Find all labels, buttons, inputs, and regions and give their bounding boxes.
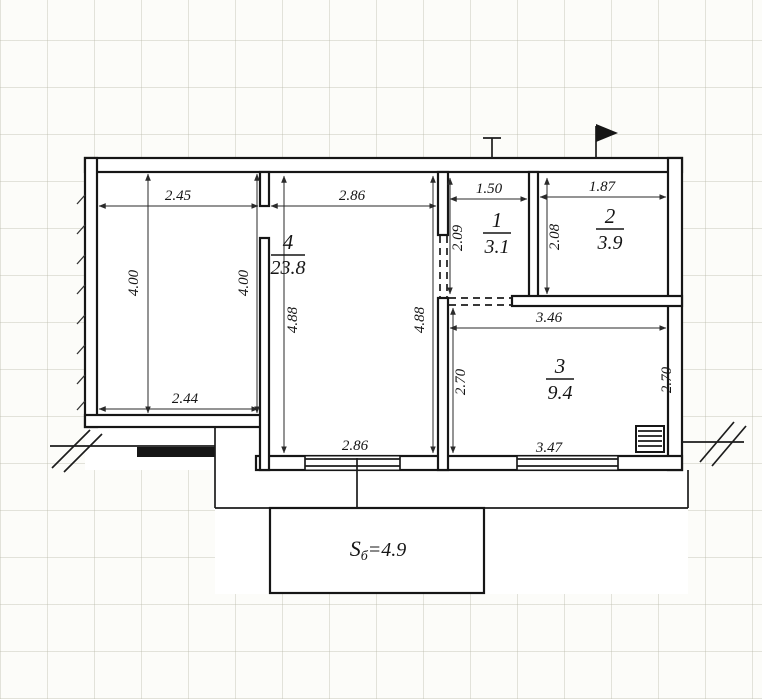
dim-top-room2: 1.87 (589, 179, 617, 195)
balcony-value: =4.9 (368, 539, 407, 561)
break-left-slash2 (63, 433, 103, 473)
dimension-labels: 2.45 2.86 1.50 1.87 3.46 2.44 2.86 3.47 … (126, 179, 675, 456)
pipe-icon (483, 137, 501, 158)
dim-room4-mid: 4.88 (285, 306, 301, 333)
hatch-tick (76, 374, 86, 385)
outer-wall-top (83, 156, 684, 174)
hatch-tick (76, 314, 86, 325)
dim-room4-left: 4.00 (236, 269, 252, 296)
balcony-area-label: Sб=4.9 (350, 536, 407, 564)
hatch-tick (76, 194, 86, 205)
room4-partition-stub (258, 170, 271, 208)
room-1-area: 3.1 (484, 236, 510, 258)
balcony-box (268, 506, 486, 595)
hatch-tick (76, 254, 86, 265)
dim-room3-top: 3.46 (535, 310, 563, 326)
flag-icon (595, 124, 618, 158)
hatch-tick (76, 284, 86, 295)
balcony-symbol: S (350, 536, 361, 561)
vent-box-frame (635, 425, 665, 453)
balcony-parapet-solid (137, 447, 215, 457)
dim-top-left: 2.45 (165, 188, 192, 204)
balcony-subscript: б (361, 549, 369, 564)
break-left-slash1 (51, 429, 91, 469)
room-2-number: 2 (605, 204, 616, 228)
rooms12-bottom-wall (510, 294, 684, 308)
hall-wall-upper (436, 170, 450, 237)
flag-pennant (596, 124, 618, 142)
hatch-tick (76, 224, 86, 235)
room-3-area: 9.4 (548, 382, 573, 404)
door-openings (439, 236, 512, 306)
vent-box-icon (635, 425, 665, 453)
dim-left-outer: 4.00 (126, 269, 142, 296)
dim-bottom-left: 2.44 (172, 391, 199, 407)
dim-room3-left: 2.70 (453, 368, 469, 395)
room1-room2-divider-wall (527, 170, 540, 304)
hatch-tick (76, 344, 86, 355)
dim-room4-right: 4.88 (412, 306, 428, 333)
break-right-slash1 (699, 421, 735, 463)
room-1-number: 1 (492, 208, 503, 232)
hall-wall-lower (436, 296, 450, 472)
dim-room3-right: 2.70 (659, 366, 675, 393)
outer-wall-left (83, 156, 99, 429)
hatch-tick (76, 400, 86, 411)
room-4-number: 4 (283, 230, 294, 254)
outer-wall-right (666, 156, 684, 472)
room-labels: 4 23.8 1 3.1 2 3.9 3 9.4 Sб=4.9 (271, 204, 624, 564)
dim-bottom-room3: 3.47 (535, 440, 564, 456)
break-symbol-left-icon (51, 429, 103, 473)
windows (304, 456, 619, 470)
dimension-lines (98, 173, 667, 454)
room-2-area: 3.9 (597, 232, 623, 254)
room-4-area: 23.8 (271, 257, 306, 279)
break-symbol-right-icon (682, 421, 747, 467)
room4-partition-wall (258, 236, 271, 472)
room-3-number: 3 (554, 354, 566, 378)
dim-room1-side: 2.09 (450, 224, 466, 251)
left-wall-hatch-icon (76, 194, 86, 411)
dim-top-room1: 1.50 (476, 181, 503, 197)
break-right-slash2 (711, 425, 747, 467)
dim-bottom-room4: 2.86 (342, 438, 369, 454)
balcony-outline (50, 427, 689, 595)
dim-room2-side: 2.08 (547, 223, 563, 250)
left-room-bottom-wall (83, 413, 270, 429)
dim-top-room4: 2.86 (339, 188, 366, 204)
